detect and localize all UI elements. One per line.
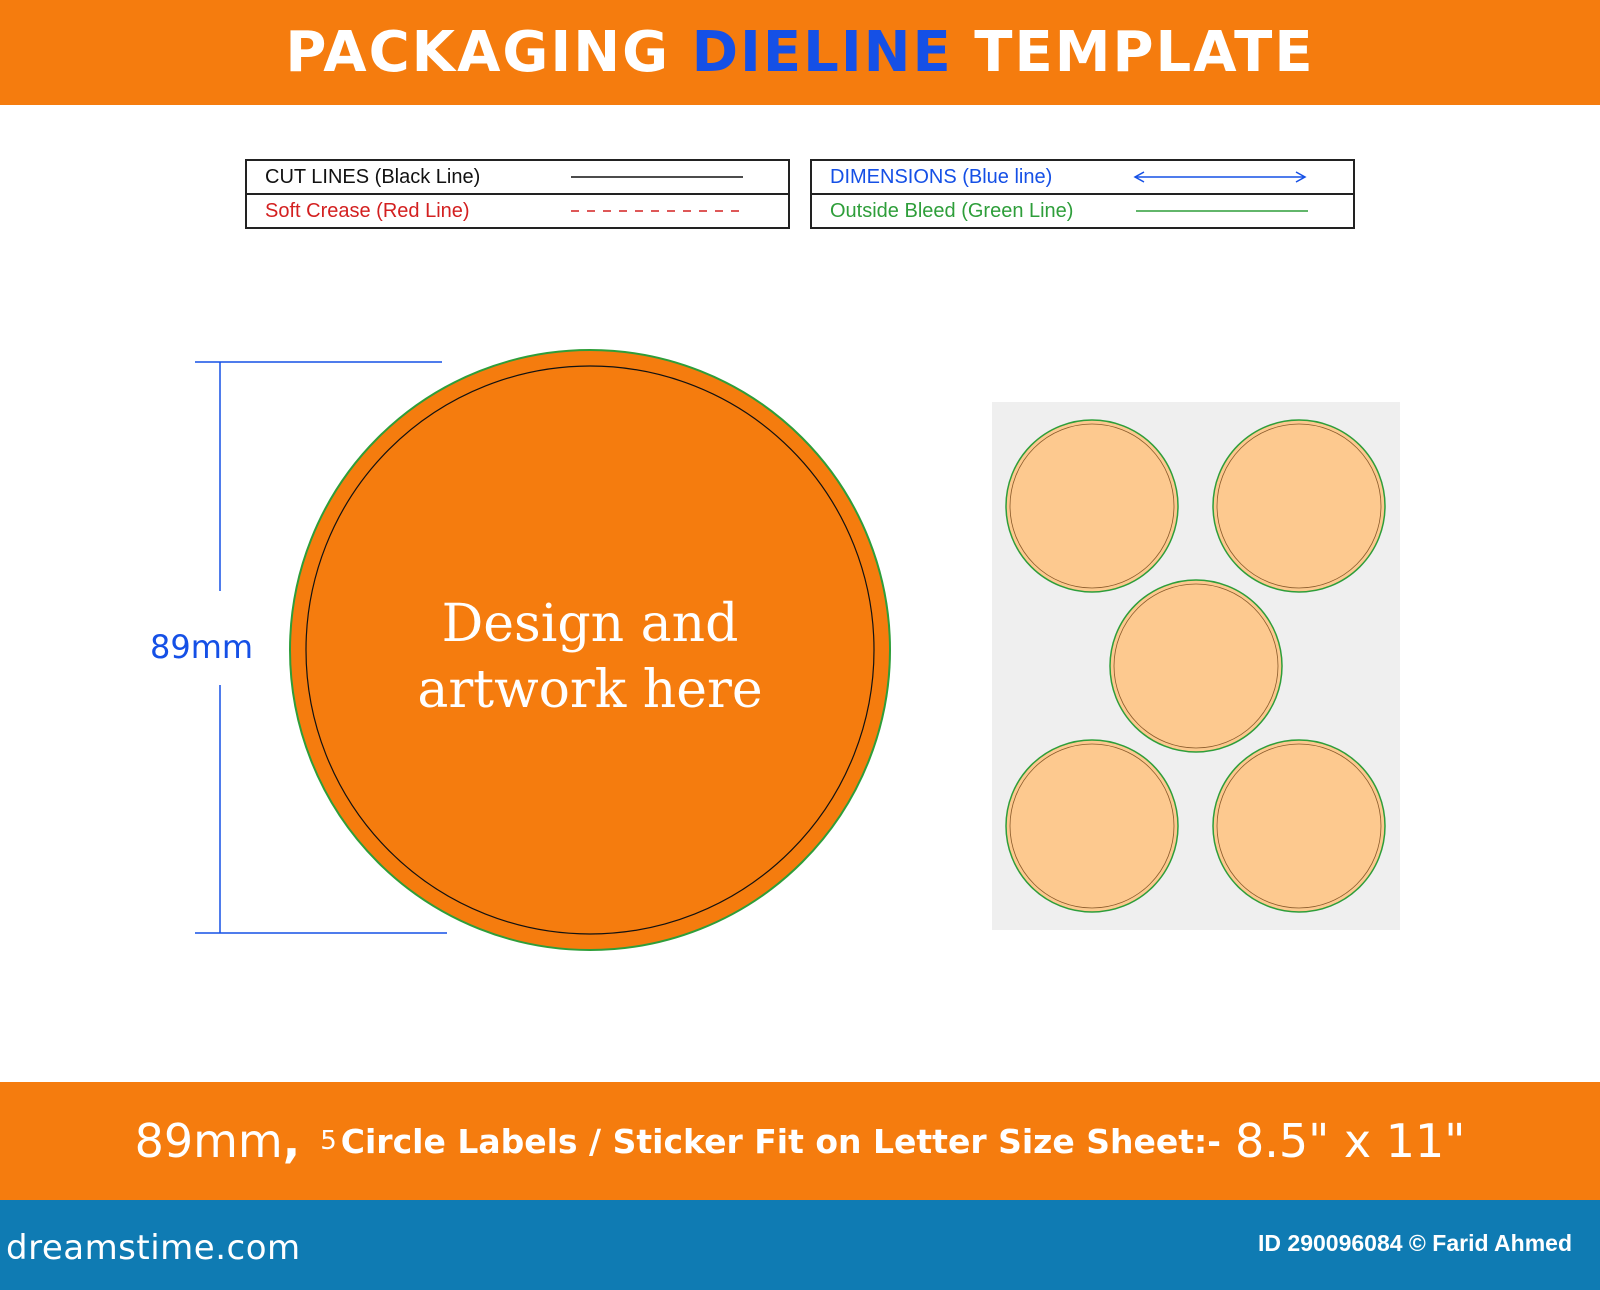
- artwork-text-line2: artwork here: [417, 660, 762, 720]
- dimension-line: [195, 361, 447, 934]
- image-id-credit: ID 290096084 © Farid Ahmed: [1258, 1230, 1572, 1256]
- legend-cut-lines: CUT LINES (Black Line): [265, 166, 481, 188]
- letter-sheet-preview: [992, 402, 1400, 930]
- bleed-circle: [289, 349, 891, 951]
- artwork-text-line1: Design and: [442, 594, 739, 654]
- dimension-label: 89mm: [150, 628, 254, 666]
- legend-row-cut: CUT LINES (Black Line): [247, 161, 788, 195]
- sheet-label-5: [1212, 739, 1386, 913]
- cut-line-circle: [305, 365, 875, 935]
- footer-description: Circle Labels / Sticker Fit on Letter Si…: [340, 1121, 1221, 1161]
- brand-logo[interactable]: dreamstime.com: [6, 1228, 301, 1268]
- legend-row-dimensions: DIMENSIONS (Blue line): [812, 161, 1353, 195]
- title-part1: PACKAGING: [285, 20, 671, 85]
- footer-separator: ,: [282, 1114, 301, 1168]
- credit-banner: [0, 1200, 1600, 1290]
- black-line-sample: [571, 176, 743, 178]
- green-line-sample: [1136, 210, 1308, 212]
- legend-outside-bleed: Outside Bleed (Green Line): [830, 200, 1074, 222]
- header-banner: PACKAGING DIELINE TEMPLATE: [0, 0, 1600, 105]
- circle-label-dieline: Design and artwork here: [289, 349, 891, 951]
- title-accent: DIELINE: [691, 20, 953, 85]
- legend-row-crease: Soft Crease (Red Line): [247, 195, 788, 227]
- sheet-label-4: [1005, 739, 1179, 913]
- legend-soft-crease: Soft Crease (Red Line): [265, 200, 470, 222]
- red-dashed-line-sample: [571, 210, 743, 212]
- blue-arrow-sample: [1133, 171, 1307, 183]
- legend-box-right: DIMENSIONS (Blue line) Outside Bleed (Gr…: [810, 159, 1355, 229]
- legend-dimensions: DIMENSIONS (Blue line): [830, 166, 1053, 188]
- footer-sheet-size: 8.5" x 11": [1234, 1114, 1466, 1168]
- page-title: PACKAGING DIELINE TEMPLATE: [285, 20, 1314, 85]
- footer-banner: 89mm , 5 Circle Labels / Sticker Fit on …: [0, 1082, 1600, 1200]
- legend-row-bleed: Outside Bleed (Green Line): [812, 195, 1353, 227]
- sheet-label-2: [1212, 419, 1386, 593]
- sheet-label-3: [1109, 579, 1283, 753]
- footer-count: 5: [320, 1126, 337, 1156]
- title-part2: TEMPLATE: [974, 20, 1315, 85]
- sheet-label-1: [1005, 419, 1179, 593]
- footer-caption: 89mm , 5 Circle Labels / Sticker Fit on …: [0, 1082, 1600, 1200]
- legend-box-left: CUT LINES (Black Line) Soft Crease (Red …: [245, 159, 790, 229]
- footer-size: 89mm: [134, 1114, 283, 1168]
